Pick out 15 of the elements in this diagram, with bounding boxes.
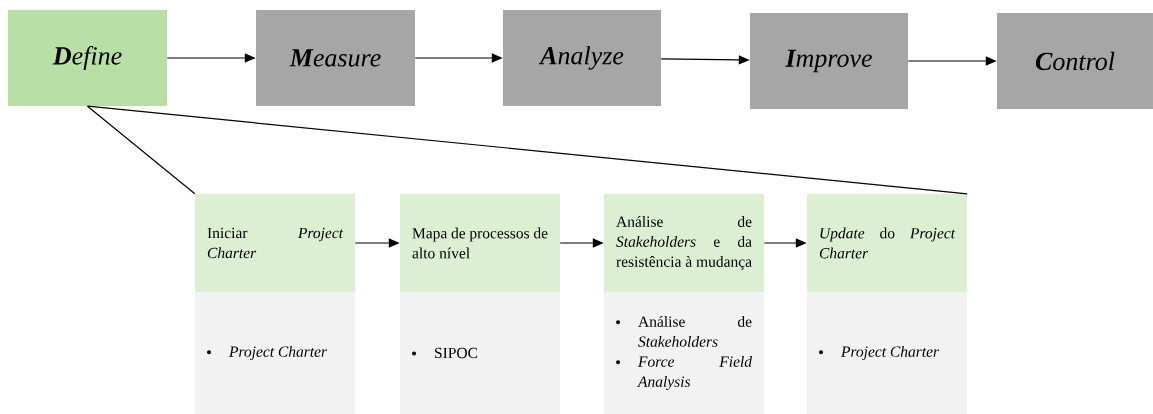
phase-box: Define: [8, 10, 167, 106]
phase-box: Improve: [750, 13, 908, 109]
step-box: Análise de Stakeholders e da resistência à mudança: [604, 194, 764, 292]
step-box: Mapa de processos de alto nível: [400, 194, 560, 292]
phase-box: Analyze: [503, 10, 661, 106]
tool-list-box: Análise de Stakeholders Force Field Analysis: [604, 292, 764, 414]
step-box: Update do Project Charter: [807, 194, 967, 292]
phase-box: Measure: [256, 10, 415, 106]
tool-list-box: Project Charter: [807, 292, 967, 414]
step-box: Iniciar Project Charter: [195, 194, 355, 292]
zoom-line: [86, 105, 196, 195]
tool-list-box: SIPOC: [400, 292, 560, 414]
tool-list-box: Project Charter: [195, 292, 355, 414]
phase-box: Control: [997, 13, 1153, 109]
zoom-line: [86, 105, 968, 195]
